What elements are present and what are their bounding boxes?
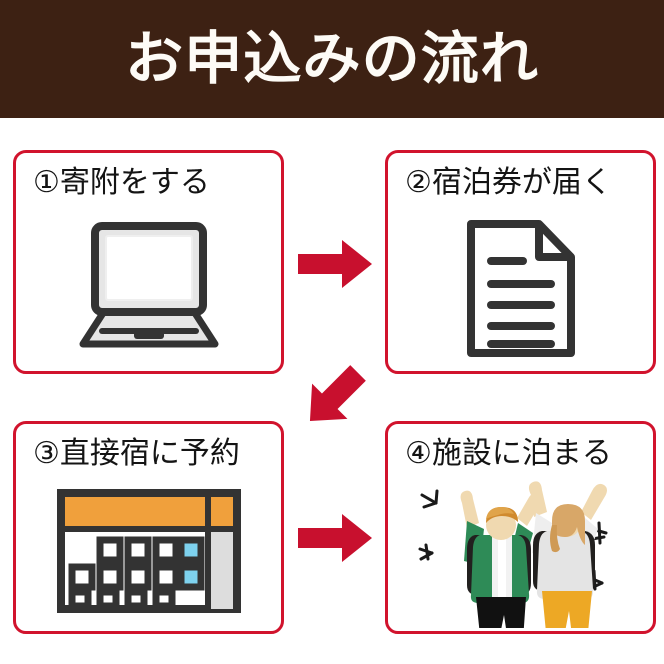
arrow-step3-to-step4 (296, 512, 374, 569)
step-2-icon-area (388, 211, 653, 365)
step-1-label: ①寄附をする (33, 165, 210, 200)
step-1-icon-area (16, 211, 281, 365)
step-card-2: ②宿泊券が届く (385, 150, 656, 374)
celebrating-people-icon (418, 481, 607, 628)
laptop-icon (79, 222, 218, 348)
step-3-label: ③直接宿に予約 (33, 436, 240, 471)
person-left (460, 490, 542, 628)
page-title: お申込みの流れ (124, 25, 540, 92)
header-band: お申込みの流れ (0, 0, 664, 118)
step-card-1: ①寄附をする (13, 150, 284, 374)
step-card-3: ③直接宿に予約 (13, 421, 284, 634)
arrow-step2-to-step3 (296, 360, 372, 439)
step-4-icon-area (388, 474, 653, 628)
document-icon (466, 219, 575, 357)
step-4-label: ④施設に泊まる (405, 436, 612, 471)
calendar-icon (56, 488, 241, 613)
person-right (528, 481, 607, 628)
step-3-icon-area (16, 478, 281, 623)
step-card-4: ④施設に泊まる (385, 421, 656, 634)
step-2-label: ②宿泊券が届く (405, 165, 612, 200)
arrow-step1-to-step2 (296, 238, 374, 295)
